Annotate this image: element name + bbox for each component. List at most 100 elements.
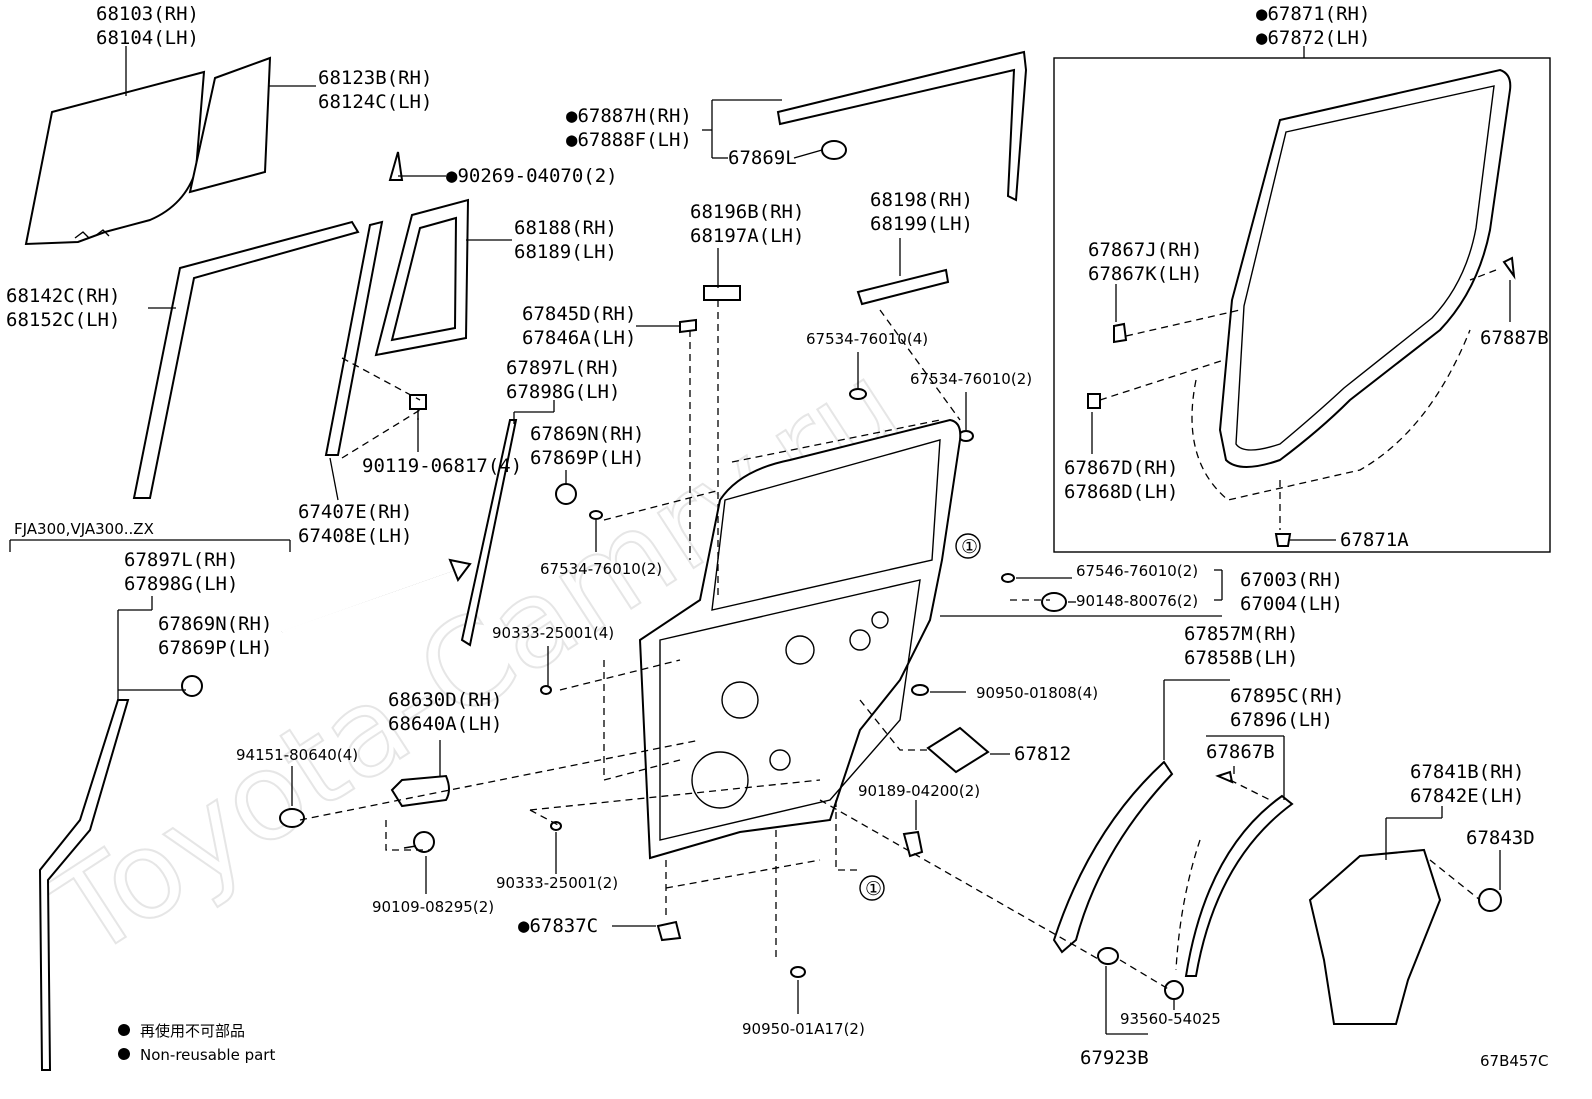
assembly-dashed-lines	[299, 269, 1497, 991]
screw-93560-drawing	[1164, 980, 1184, 1000]
clip-left-drawing	[181, 675, 203, 697]
bracket-68196-drawing	[703, 285, 741, 301]
clip-drawing	[388, 151, 404, 181]
part-number-label: 67407E(RH)	[298, 501, 412, 523]
part-number-label: 68199(LH)	[870, 213, 973, 235]
part-number-label: ●67871(RH)	[1256, 3, 1370, 25]
callout-circle-2	[859, 875, 885, 901]
part-number-label: 68104(LH)	[96, 27, 199, 49]
part-number-label: 90950-01A17(2)	[742, 1020, 865, 1038]
part-number-label: 67868D(LH)	[1064, 481, 1178, 503]
arch-liner-drawing	[1184, 794, 1294, 977]
part-number-label: 68189(LH)	[514, 241, 617, 263]
part-number-label: 67897L(RH)	[124, 549, 238, 571]
part-number-label: ●67837C	[518, 915, 598, 937]
clip-67845-drawing	[679, 318, 697, 334]
legend: 再使用不可部品 Non-reusable part	[118, 1022, 275, 1064]
part-number-label: 68123B(RH)	[318, 67, 432, 89]
part-number-label: 67923B	[1080, 1047, 1149, 1069]
part-number-label: 67867D(RH)	[1064, 457, 1178, 479]
part-number-label: 67858B(LH)	[1184, 647, 1298, 669]
part-number-label: 90333-25001(4)	[492, 624, 614, 642]
part-number-label: 68103(RH)	[96, 3, 199, 25]
part-number-label: 68630D(RH)	[388, 689, 502, 711]
plug-drawing	[849, 388, 867, 400]
part-number-label: 67846A(LH)	[522, 327, 636, 349]
pad-67812-drawing	[926, 726, 990, 774]
side-molding-drawing	[38, 699, 130, 1071]
callout-circle	[955, 533, 981, 559]
bullet-icon	[118, 1048, 130, 1060]
frame-drawing	[374, 198, 470, 357]
plug-67546-drawing	[1001, 573, 1015, 583]
clip-90189-drawing	[902, 830, 924, 858]
inset-box	[1053, 57, 1551, 553]
nut-94151-drawing	[279, 808, 305, 828]
plug-90148-drawing	[1041, 592, 1067, 612]
part-number-label: 67867J(RH)	[1088, 239, 1202, 261]
part-number-label: 90109-08295(2)	[372, 898, 494, 916]
part-number-label: 68188(RH)	[514, 217, 617, 239]
callout-2: ①	[865, 878, 882, 900]
clip-67843d-drawing	[1478, 888, 1502, 912]
door-weatherstrip-drawing	[1218, 68, 1512, 468]
plug-67534-drawing	[589, 510, 603, 520]
part-number-label: 67887B	[1480, 327, 1549, 349]
part-number-label: 67408E(LH)	[298, 525, 412, 547]
part-number-label: 67857M(RH)	[1184, 623, 1298, 645]
part-number-label: 68142C(RH)	[6, 285, 120, 307]
plug-90333b-drawing	[550, 821, 562, 831]
part-number-label: 90333-25001(2)	[496, 874, 618, 892]
clip-67871a-drawing	[1274, 533, 1292, 547]
part-number-label: 68197A(LH)	[690, 225, 804, 247]
part-number-label: 67869P(LH)	[530, 447, 644, 469]
window-glass-drawing	[24, 70, 206, 246]
part-number-label: 67843D	[1466, 827, 1535, 849]
bolt-drawing	[409, 394, 427, 420]
part-number-label: 67898G(LH)	[124, 573, 238, 595]
model-code-label: FJA300,VJA300..ZX	[14, 520, 154, 538]
part-number-label: 68640A(LH)	[388, 713, 502, 735]
bracket-68198-drawing	[856, 268, 950, 306]
part-number-label: 67534-76010(4)	[806, 330, 928, 348]
arrow-drawing	[281, 558, 472, 633]
part-number-label: 90148-80076(2)	[1076, 592, 1198, 610]
belt-weatherstrip-drawing	[776, 50, 1028, 202]
part-number-label: 67534-76010(2)	[910, 370, 1032, 388]
part-number-label: 67869L	[728, 147, 797, 169]
wheel-arch-molding-drawing	[1052, 760, 1174, 954]
plug-90950b-drawing	[790, 966, 806, 978]
part-number-label: 94151-80640(4)	[236, 746, 358, 764]
run-channel-drawing	[132, 220, 360, 499]
part-number-label: 68124C(LH)	[318, 91, 432, 113]
part-number-label: 67871A	[1340, 529, 1409, 551]
part-number-label: 67003(RH)	[1240, 569, 1343, 591]
part-number-label: 67812	[1014, 743, 1071, 765]
part-number-label: 67869N(RH)	[158, 613, 272, 635]
part-number-label: 67534-76010(2)	[540, 560, 662, 578]
part-number-label: 67896(LH)	[1230, 709, 1333, 731]
nut-67923-drawing	[1097, 947, 1119, 965]
part-number-label: ●67872(LH)	[1256, 27, 1370, 49]
part-number-label: 67546-76010(2)	[1076, 562, 1198, 580]
part-number-label: ●67888F(LH)	[566, 129, 692, 151]
part-number-label: 67845D(RH)	[522, 303, 636, 325]
part-number-label: 68198(RH)	[870, 189, 973, 211]
part-number-label: 67841B(RH)	[1410, 761, 1524, 783]
clip-67887b-drawing	[1502, 256, 1516, 280]
plug-90333-drawing	[540, 685, 552, 695]
part-number-label: 67842E(LH)	[1410, 785, 1524, 807]
part-number-label: 90950-01808(4)	[976, 684, 1098, 702]
plug-90950-drawing	[911, 684, 929, 696]
part-number-label: ●67887H(RH)	[566, 105, 692, 127]
clip-67869n-drawing	[555, 483, 577, 505]
part-number-label: 90119-06817(4)	[362, 455, 522, 477]
division-bar-drawing	[324, 220, 384, 456]
hinge-drawing	[390, 774, 450, 808]
part-number-label: 67897L(RH)	[506, 357, 620, 379]
callout: ①	[961, 536, 978, 558]
part-number-label: 67895C(RH)	[1230, 685, 1344, 707]
clip-67867d-drawing	[1087, 393, 1101, 409]
clip-67867b-drawing	[1215, 770, 1234, 784]
